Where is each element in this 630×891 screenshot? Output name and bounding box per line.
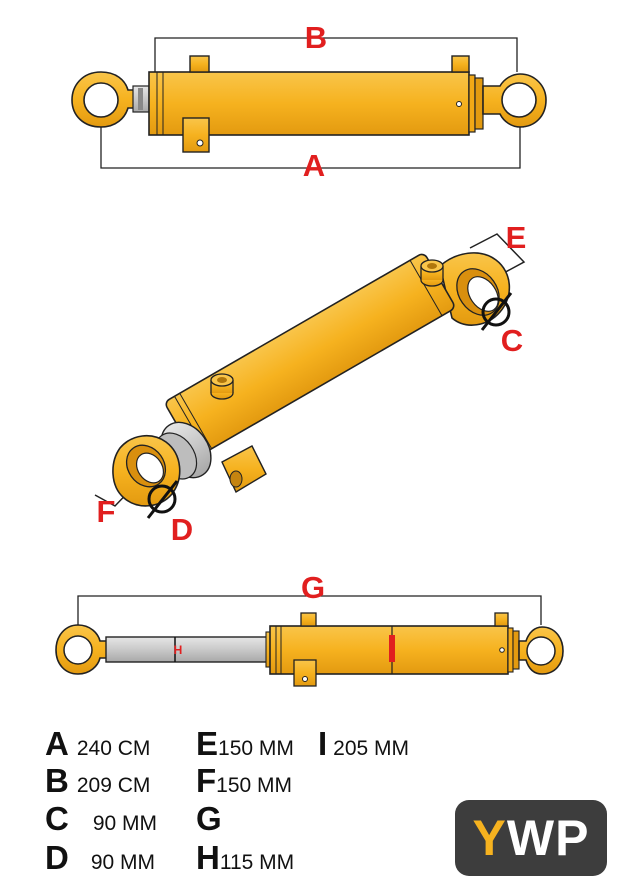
cylinder-top-view [71, 37, 547, 169]
cylinder-isometric-view [94, 233, 526, 519]
dimension-label-h: H [174, 643, 183, 657]
spec-b: B 209 CM [45, 762, 150, 800]
spec-g: G [196, 800, 222, 838]
spec-h: H 115 MM [196, 839, 294, 877]
spec-letter: I [318, 725, 328, 762]
spec-value: 150 MM [216, 774, 293, 797]
spec-f: F 150 MM [196, 762, 292, 800]
dimension-label-f: F [97, 494, 116, 529]
dimension-a-line [100, 120, 521, 169]
spec-letter: A [45, 725, 69, 762]
spec-letter: D [45, 839, 69, 876]
dimension-g-line [77, 595, 542, 625]
cylinder-extended-view [55, 595, 564, 687]
spec-d: D 90 MM [45, 839, 155, 877]
spec-letter: F [196, 762, 217, 799]
spec-value: 115 MM [219, 851, 295, 874]
spec-letter: H [196, 839, 220, 876]
dimension-e-line [469, 233, 526, 276]
dimension-label-e: E [506, 220, 527, 255]
dimension-label-d: D [171, 512, 193, 547]
dimension-label-g: G [301, 570, 325, 605]
spec-value: 209 CM [76, 774, 151, 797]
spec-value: 90 MM [90, 851, 156, 874]
dimension-label-c: C [501, 323, 523, 358]
spec-letter: E [196, 725, 219, 762]
diameter-c-symbol [480, 292, 513, 331]
logo-letters-wp: WP [506, 810, 590, 866]
dimension-i-marker [389, 635, 395, 662]
dimension-b-line [154, 37, 518, 72]
dimension-label-b: B [305, 20, 327, 55]
spec-value: 90 MM [92, 812, 158, 835]
spec-value: 150 MM [218, 737, 294, 760]
spec-value: 240 CM [76, 737, 151, 760]
spec-e: E 150 MM [196, 725, 294, 763]
spec-letter: C [45, 800, 69, 837]
logo-letter-y: Y [472, 810, 507, 866]
diameter-d-symbol [146, 480, 179, 519]
spec-i: I 205 MM [318, 725, 409, 763]
spec-a: A 240 CM [45, 725, 150, 763]
spec-letter: B [45, 762, 69, 799]
spec-value: 205 MM [333, 737, 410, 760]
spec-letter: G [196, 800, 222, 837]
dimension-label-a: A [303, 148, 325, 183]
spec-c: C 90 MM [45, 800, 157, 838]
